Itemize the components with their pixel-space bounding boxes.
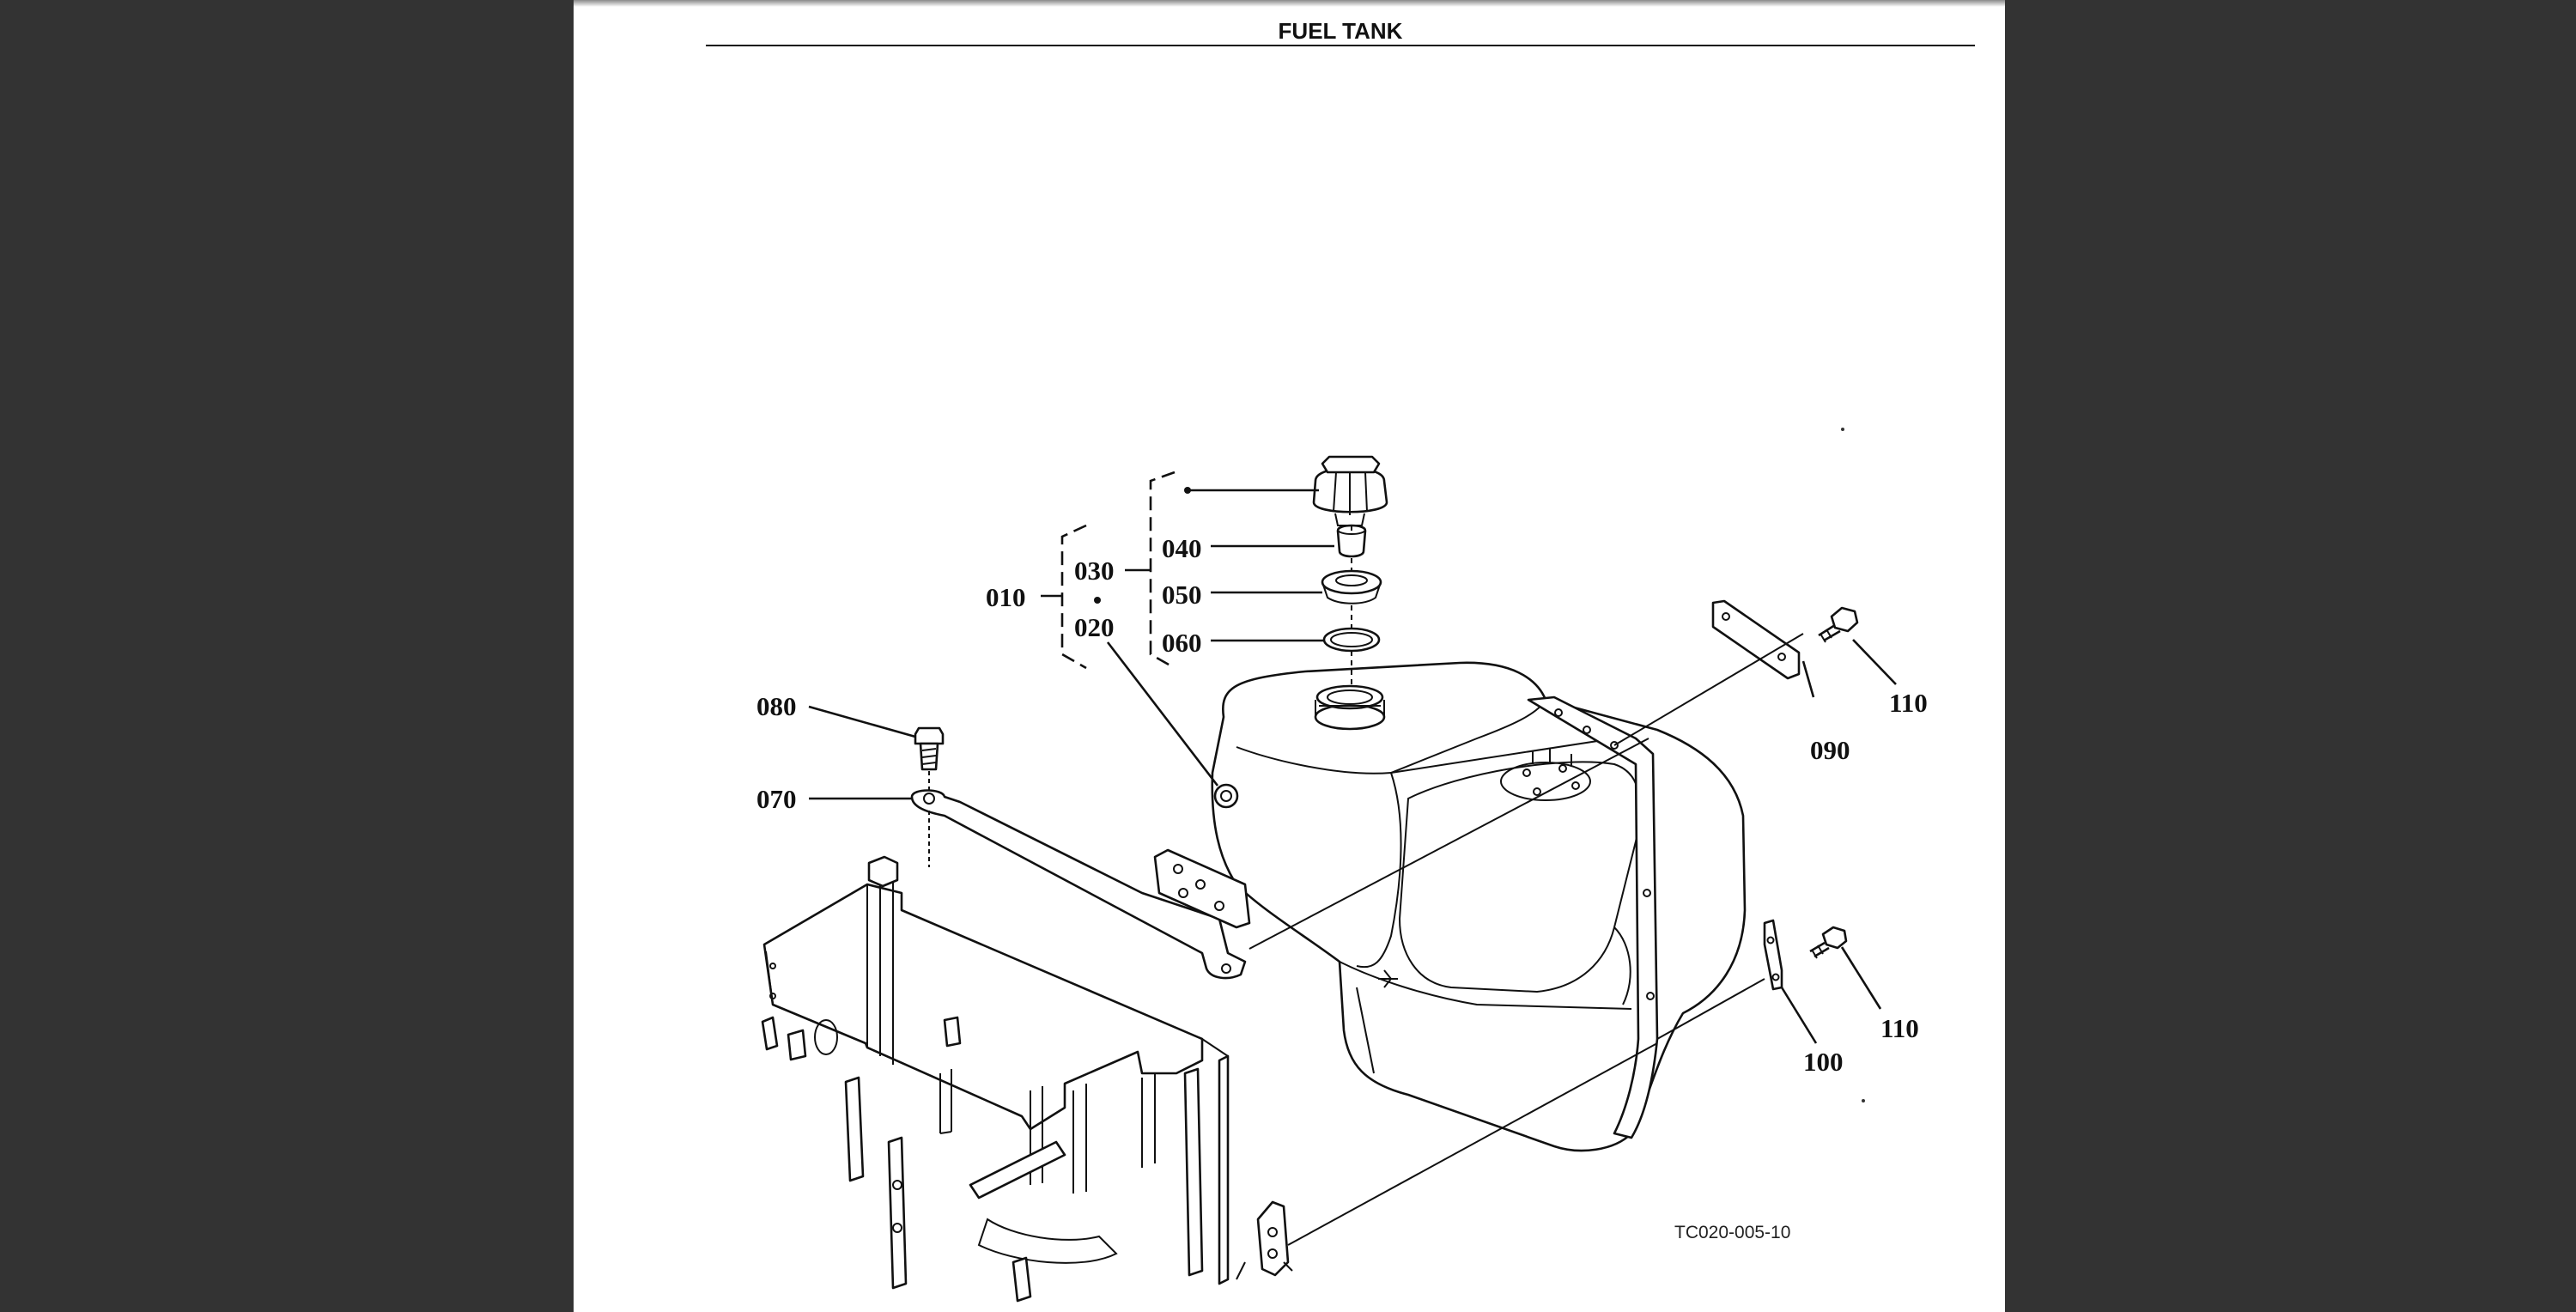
title-rule bbox=[706, 45, 1975, 46]
page-title: FUEL TANK bbox=[1278, 18, 1403, 44]
callout-100: 100 bbox=[1803, 1047, 1844, 1077]
bolt-080 bbox=[914, 726, 945, 867]
speck bbox=[1841, 428, 1844, 431]
mounting-frame bbox=[761, 855, 1293, 1303]
callout-020: 020 bbox=[1074, 612, 1115, 642]
callout-050: 050 bbox=[1162, 580, 1202, 610]
callout-110-bottom: 110 bbox=[1880, 1013, 1919, 1043]
bolt-110-bottom bbox=[1809, 926, 1848, 959]
callout-110-top: 110 bbox=[1889, 688, 1928, 718]
fuel-cap-assembly bbox=[1312, 455, 1388, 685]
bracket-090 bbox=[1613, 599, 1859, 746]
callout-040: 040 bbox=[1162, 533, 1202, 563]
callout-080: 080 bbox=[756, 691, 797, 721]
fuel-tank-body bbox=[1211, 661, 1747, 1152]
callout-030: 030 bbox=[1074, 556, 1115, 586]
speck bbox=[1862, 1099, 1865, 1102]
callout-090: 090 bbox=[1810, 735, 1850, 765]
figure-code: TC020-005-10 bbox=[1674, 1223, 1790, 1242]
callout-060: 060 bbox=[1162, 628, 1202, 658]
callout-070: 070 bbox=[756, 784, 797, 814]
callout-010: 010 bbox=[986, 582, 1026, 612]
leader-lines bbox=[808, 487, 1897, 1044]
bolt-110-top bbox=[1818, 606, 1859, 643]
bracket-100 bbox=[1287, 919, 1848, 1246]
